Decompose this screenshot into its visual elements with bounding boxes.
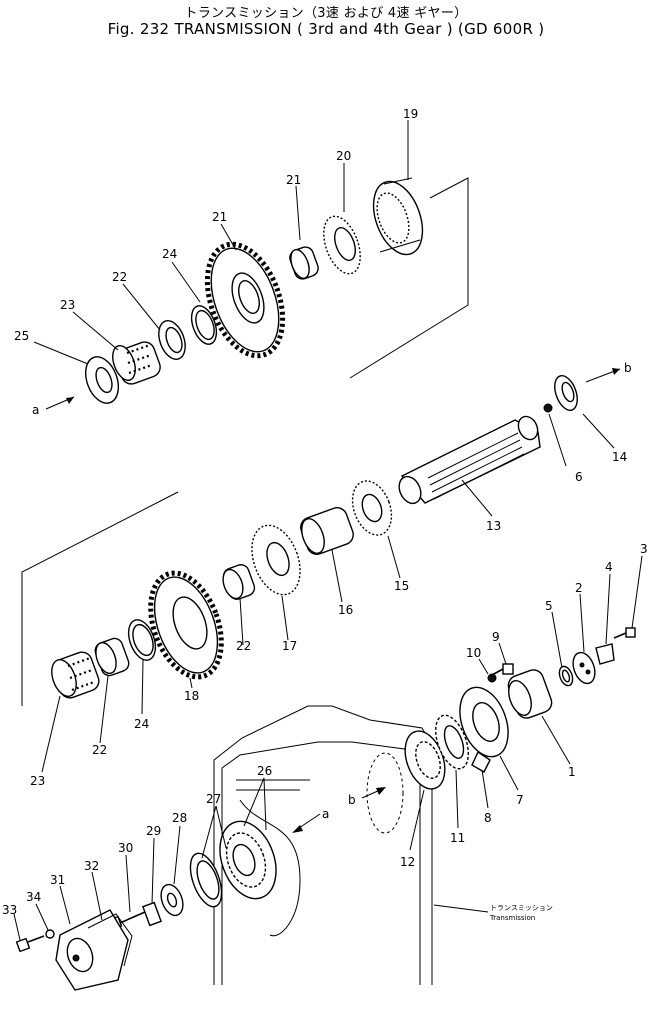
assembly-frame — [21, 177, 469, 706]
part-4-plate — [595, 643, 615, 665]
part-1-sleeve — [507, 669, 553, 719]
callout-17: 17 — [282, 639, 297, 653]
ref-mark-a-upper: a — [32, 403, 39, 417]
leader-lines — [13, 120, 643, 941]
callout-29: 29 — [146, 824, 161, 838]
callout-7: 7 — [516, 793, 524, 807]
reference-arrows — [45, 368, 621, 833]
callout-23: 23 — [60, 298, 75, 312]
callout-27: 27 — [206, 792, 221, 806]
part-10-washer — [487, 673, 497, 683]
callout-3: 3 — [640, 542, 648, 556]
part-2-disk — [572, 651, 596, 685]
callout-25: 25 — [14, 329, 29, 343]
callout-21: 21 — [212, 210, 227, 224]
callout-22-mid: 22 — [236, 639, 251, 653]
housing-label-jp: トランスミッション — [490, 904, 553, 912]
part-24-ring-upper — [190, 305, 218, 345]
part-6-ball — [543, 403, 553, 413]
callout-22: 21 — [286, 173, 301, 187]
part-20-synchronizer-hub — [323, 215, 361, 275]
callout-11: 11 — [450, 831, 465, 845]
callout-18: 18 — [184, 689, 199, 703]
callout-31: 31 — [50, 873, 65, 887]
callout-16: 16 — [338, 603, 353, 617]
callout-33: 33 — [2, 903, 17, 917]
part-3-bolt — [613, 627, 636, 639]
part-18-large-gear — [148, 570, 224, 680]
callout-5: 5 — [545, 599, 553, 613]
part-5-o-ring — [558, 665, 574, 687]
part-34-washer — [45, 929, 55, 939]
callout-32: 32 — [84, 859, 99, 873]
part-31-cover — [55, 909, 129, 991]
part-23-needle-bearing-upper — [112, 341, 161, 385]
part-32-gasket — [87, 913, 133, 967]
part-24-ring-lower — [127, 619, 157, 661]
part-22-collar-lower — [94, 637, 130, 677]
callout-12: 12 — [400, 855, 415, 869]
callout-23-lower: 23 — [30, 774, 45, 788]
part-22-collar-middle — [222, 564, 256, 600]
figure-title: トランスミッション（3速 および 4速 ギヤー） Fig. 232 TRANSM… — [0, 6, 652, 38]
callout-20: 20 — [336, 149, 351, 163]
callout-2: 2 — [575, 581, 583, 595]
callout-6: 6 — [575, 470, 583, 484]
part-15-gear — [351, 480, 393, 536]
part-26-ball-bearing — [219, 820, 277, 900]
callout-30: 30 — [118, 841, 133, 855]
part-22-collar-upper-left — [158, 320, 186, 360]
callout-8: 8 — [484, 811, 492, 825]
part-29-lock-plate — [142, 901, 162, 927]
part-27-seal — [189, 852, 223, 908]
part-25-thrust-washer — [84, 356, 120, 404]
part-9-bolt — [491, 663, 514, 676]
callout-14: 14 — [612, 450, 627, 464]
callout-labels: 19 20 21 21 24 22 23 25 a b 14 6 13 15 1… — [2, 107, 648, 922]
part-12-bearing — [404, 730, 446, 790]
part-17-gear — [251, 524, 301, 596]
callout-26: 26 — [257, 764, 272, 778]
callout-24-lower: 24 — [134, 717, 149, 731]
callout-1: 1 — [568, 765, 576, 779]
part-19-synchronizer-sleeve — [372, 177, 424, 256]
part-16-sleeve — [300, 507, 354, 555]
title-english: Fig. 232 TRANSMISSION ( 3rd and 4th Gear… — [107, 20, 545, 38]
part-23-needle-bearing-lower — [51, 651, 100, 699]
part-22-collar-upper-right — [289, 246, 319, 280]
part-21-large-gear — [204, 241, 286, 359]
part-28-shim — [160, 883, 184, 917]
callout-24: 24 — [162, 247, 177, 261]
part-13-shaft — [398, 415, 541, 505]
part-14-washer — [554, 375, 578, 411]
part-7-flange — [459, 686, 509, 758]
part-33-bolt — [15, 935, 45, 953]
callout-34: 34 — [26, 890, 41, 904]
ref-mark-b-upper: b — [624, 361, 632, 375]
housing-label-en: Transmission — [489, 914, 535, 922]
ref-mark-b-lower: b — [348, 793, 356, 807]
callout-19: 19 — [403, 107, 418, 121]
title-japanese: トランスミッション（3速 および 4速 ギヤー） — [184, 6, 468, 21]
part-8-tab — [471, 750, 491, 773]
callout-28: 28 — [172, 811, 187, 825]
callout-15: 15 — [394, 579, 409, 593]
ref-mark-a-lower: a — [322, 807, 329, 821]
callout-22-lower: 22 — [92, 743, 107, 757]
callout-13: 13 — [486, 519, 501, 533]
callout-9: 9 — [492, 630, 500, 644]
callout-22: 22 — [112, 270, 127, 284]
callout-10: 10 — [466, 646, 481, 660]
callout-4: 4 — [605, 560, 613, 574]
part-11-retainer — [435, 714, 469, 770]
